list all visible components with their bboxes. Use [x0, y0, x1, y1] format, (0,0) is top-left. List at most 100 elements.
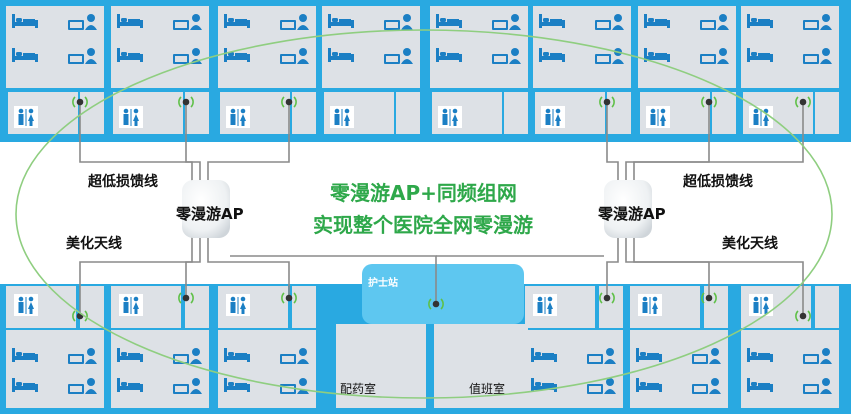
ceiling-antenna-icon	[795, 96, 811, 108]
feeder-cable	[185, 102, 201, 182]
feeder-cable	[633, 102, 804, 182]
corridor	[0, 142, 851, 284]
coverage-zone	[15, 29, 833, 399]
bed-icon	[747, 48, 773, 62]
ceiling-antenna-icon	[701, 96, 717, 108]
bed-icon	[224, 348, 250, 362]
person-desk-icon	[492, 14, 521, 30]
person-desk-icon	[173, 378, 202, 394]
access-point-left	[182, 180, 230, 238]
feeder-cable	[79, 102, 193, 182]
ceiling-antenna-icon	[795, 310, 811, 322]
feeder-cable	[606, 102, 619, 182]
restroom-icon	[638, 294, 662, 316]
ward-closet	[504, 92, 528, 134]
feeder-cable	[633, 236, 804, 316]
bed-icon	[328, 14, 354, 28]
person-desk-icon	[803, 14, 832, 30]
antennas	[72, 96, 811, 322]
person-desk-icon	[68, 14, 97, 30]
ceiling-antenna-icon	[72, 96, 88, 108]
bed-icon	[12, 48, 38, 62]
ward-room	[741, 330, 839, 408]
ceiling-antenna-icon	[281, 292, 297, 304]
bed-icon	[224, 378, 250, 392]
bed-icon	[224, 14, 250, 28]
restroom-icon	[14, 294, 38, 316]
feeder-cable	[207, 102, 290, 182]
ward-room	[6, 330, 104, 408]
ward-room	[218, 330, 316, 408]
ceiling-antenna-icon	[178, 96, 194, 108]
restroom-icon	[226, 294, 250, 316]
bed-icon	[328, 48, 354, 62]
bed-icon	[539, 14, 565, 28]
bed-icon	[539, 48, 565, 62]
person-desk-icon	[587, 378, 616, 394]
cable-label-left: 超低损馈线	[87, 173, 158, 190]
restroom-icon	[541, 106, 565, 128]
person-desk-icon	[384, 14, 413, 30]
ap-label-right: 零漫游AP	[597, 205, 666, 223]
restroom-icon	[226, 106, 250, 128]
bed-icon	[12, 348, 38, 362]
ward-closet	[396, 92, 420, 134]
restroom-icon	[14, 106, 38, 128]
restroom-icon	[330, 106, 354, 128]
person-desk-icon	[492, 48, 521, 64]
person-desk-icon	[803, 378, 832, 394]
bed-icon	[644, 48, 670, 62]
person-desk-icon	[280, 14, 309, 30]
bed-icon	[12, 14, 38, 28]
ward-closet	[185, 286, 209, 328]
bed-icon	[644, 14, 670, 28]
restroom-icon	[749, 294, 773, 316]
bed-icon	[117, 48, 143, 62]
ceiling-antenna-icon	[178, 292, 194, 304]
access-point-box-icon	[604, 180, 652, 238]
restroom-icon	[119, 106, 143, 128]
ceiling-antenna-icon	[599, 96, 615, 108]
person-desk-icon	[803, 48, 832, 64]
feeder-cables	[79, 102, 804, 316]
person-desk-icon	[692, 348, 721, 364]
nurse-station-label: 护士站	[368, 276, 398, 289]
restroom-icon	[438, 106, 462, 128]
feeder-cable	[207, 236, 290, 298]
person-desk-icon	[700, 48, 729, 64]
person-desk-icon	[173, 348, 202, 364]
bed-icon	[117, 348, 143, 362]
bottom-ward-rooms	[6, 286, 839, 408]
person-desk-icon	[68, 348, 97, 364]
bed-icon	[436, 14, 462, 28]
ward-room	[525, 330, 623, 408]
person-desk-icon	[803, 348, 832, 364]
ward-closet	[815, 286, 839, 328]
bed-icon	[436, 48, 462, 62]
bed-icon	[117, 14, 143, 28]
person-desk-icon	[384, 48, 413, 64]
person-desk-icon	[68, 48, 97, 64]
nurse-station: 护士站	[362, 264, 524, 324]
bed-icon	[531, 348, 557, 362]
antenna-label-left: 美化天线	[66, 235, 122, 252]
person-desk-icon	[68, 378, 97, 394]
ward-closet	[292, 286, 316, 328]
headline-line1: 零漫游AP+同频组网	[329, 181, 517, 205]
bed-icon	[747, 378, 773, 392]
ceiling-antenna-icon	[701, 292, 717, 304]
bed-icon	[12, 378, 38, 392]
ward-closet	[607, 92, 631, 134]
ward-closet	[185, 92, 209, 134]
access-point-box-icon	[182, 180, 230, 238]
ward-closet	[704, 286, 728, 328]
bed-icon	[117, 378, 143, 392]
restroom-icon	[646, 106, 670, 128]
access-point-right	[604, 180, 652, 238]
bed-icon	[747, 348, 773, 362]
restroom-icon	[119, 294, 143, 316]
bed-icon	[636, 348, 662, 362]
nurse-station-desk	[362, 264, 524, 324]
